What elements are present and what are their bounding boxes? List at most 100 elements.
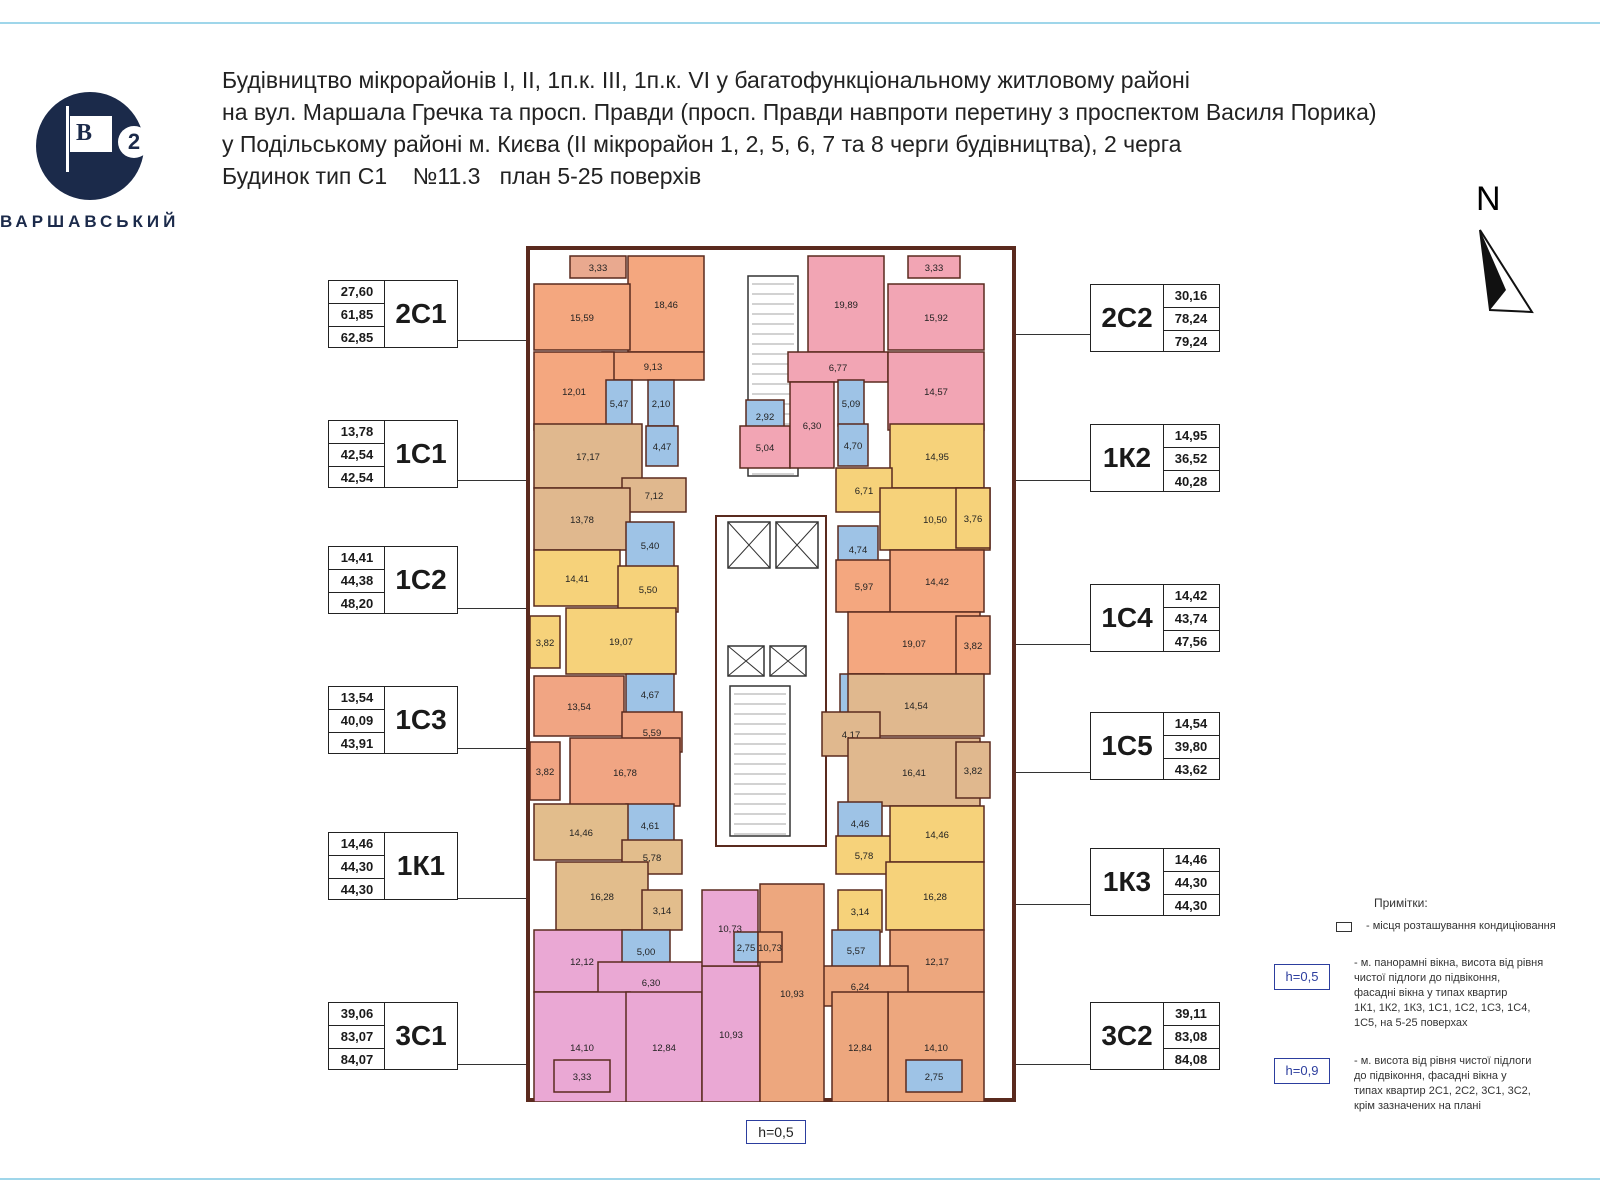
area-value: 14,46 [1163, 849, 1219, 872]
header-line-4: Будинок тип С1 №11.3 план 5-25 поверхів [222, 163, 702, 189]
north-label: N [1476, 180, 1501, 218]
room-area-label: 3,82 [964, 766, 983, 777]
leader-line [990, 772, 1090, 773]
leader-line [990, 480, 1090, 481]
room [955, 487, 991, 549]
room [641, 889, 683, 931]
area-value: 84,08 [1174, 1052, 1208, 1067]
elevator-shaft-icon [727, 645, 765, 677]
room-area-label: 14,57 [924, 387, 948, 398]
room [625, 673, 675, 715]
room-area-label: 10,50 [923, 515, 947, 526]
room-area-label: 4,17 [842, 730, 861, 741]
room [759, 883, 825, 1102]
room-area-label: 3,82 [536, 638, 555, 649]
room-area-label: 19,07 [609, 637, 633, 648]
room-area-label: 3,82 [536, 767, 555, 778]
apartment-type-code: 1К1 [384, 832, 458, 900]
room-area-label: 6,30 [642, 978, 661, 989]
room-area-label: 3,33 [589, 263, 608, 274]
room-area-label: 19,89 [834, 300, 858, 311]
note-3-line: до підвіконня, фасадні вікна у [1354, 1070, 1507, 1082]
room [887, 351, 985, 431]
area-value: 39,11 [1163, 1003, 1219, 1026]
area-value: 48,20 [340, 596, 374, 611]
area-value: 44,30 [1163, 872, 1219, 895]
elevator-cross-icon [727, 645, 765, 677]
room-area-label: 14,46 [925, 830, 949, 841]
room [889, 423, 985, 489]
room [831, 991, 889, 1102]
room-area-label: 6,30 [803, 421, 822, 432]
flag-icon [70, 116, 112, 152]
room-area-label: 5,50 [639, 585, 658, 596]
area-value: 40,09 [329, 710, 385, 733]
window-height-badge: h=0,5 [746, 1120, 806, 1144]
note-2-line: чистої підлоги до підвіконня, [1354, 972, 1501, 984]
room [887, 283, 985, 351]
room [807, 255, 885, 353]
leader-line [990, 1064, 1090, 1065]
area-value: 43,74 [1163, 608, 1219, 631]
room-area-label: 14,95 [925, 452, 949, 463]
leader-line [456, 480, 560, 481]
note-3-line: типах квартир 2С1, 2С2, 3С1, 3С2, [1354, 1085, 1531, 1097]
area-value: 44,30 [329, 856, 385, 879]
apartment-type-code: 1К3 [1090, 848, 1164, 916]
room-area-label: 10,93 [780, 989, 804, 1000]
apartment-type-code: 1К2 [1090, 424, 1164, 492]
room-area-label: 3,82 [964, 641, 983, 652]
area-value: 43,91 [340, 736, 374, 751]
elevator-shaft-icon [775, 521, 819, 569]
area-value: 30,16 [1163, 285, 1219, 308]
area-value: 83,07 [329, 1026, 385, 1049]
room [529, 741, 561, 801]
logo-name: ВАРШАВСЬКИЙ [0, 212, 180, 231]
area-value: 43,62 [1174, 762, 1208, 777]
leader-line [990, 904, 1090, 905]
room [837, 423, 869, 467]
area-value: 13,54 [329, 687, 385, 710]
area-value: 47,56 [1174, 634, 1208, 649]
area-value: 44,30 [340, 882, 374, 897]
room-area-label: 5,04 [756, 443, 775, 454]
room [837, 379, 865, 427]
room [889, 549, 985, 613]
note-3-line: крім зазначених на плані [1354, 1100, 1481, 1112]
room-area-label: 3,14 [851, 907, 870, 918]
room-area-label: 16,28 [590, 892, 614, 903]
apartment-type-code: 1С3 [384, 686, 458, 754]
room [701, 965, 761, 1102]
room-area-label: 3,33 [573, 1072, 592, 1083]
room [885, 861, 985, 931]
room-area-label: 3,14 [653, 906, 672, 917]
room-area-label: 2,75 [925, 1072, 944, 1083]
note-box-1: h=0,5 [1274, 964, 1330, 990]
area-value: 14,95 [1163, 425, 1219, 448]
note-box-2: h=0,9 [1274, 1058, 1330, 1084]
room [553, 1059, 611, 1093]
room [645, 425, 679, 467]
area-value: 27,60 [329, 281, 385, 304]
room [955, 615, 991, 675]
room-area-label: 13,78 [570, 515, 594, 526]
room-area-label: 6,77 [829, 363, 848, 374]
room-area-label: 12,17 [925, 957, 949, 968]
area-value: 61,85 [329, 304, 385, 327]
room [621, 477, 687, 513]
area-value: 83,08 [1163, 1026, 1219, 1049]
area-value: 42,54 [329, 444, 385, 467]
logo-number: 2 [118, 126, 150, 158]
room [831, 929, 881, 971]
room [555, 861, 649, 931]
room-area-label: 19,07 [902, 639, 926, 650]
